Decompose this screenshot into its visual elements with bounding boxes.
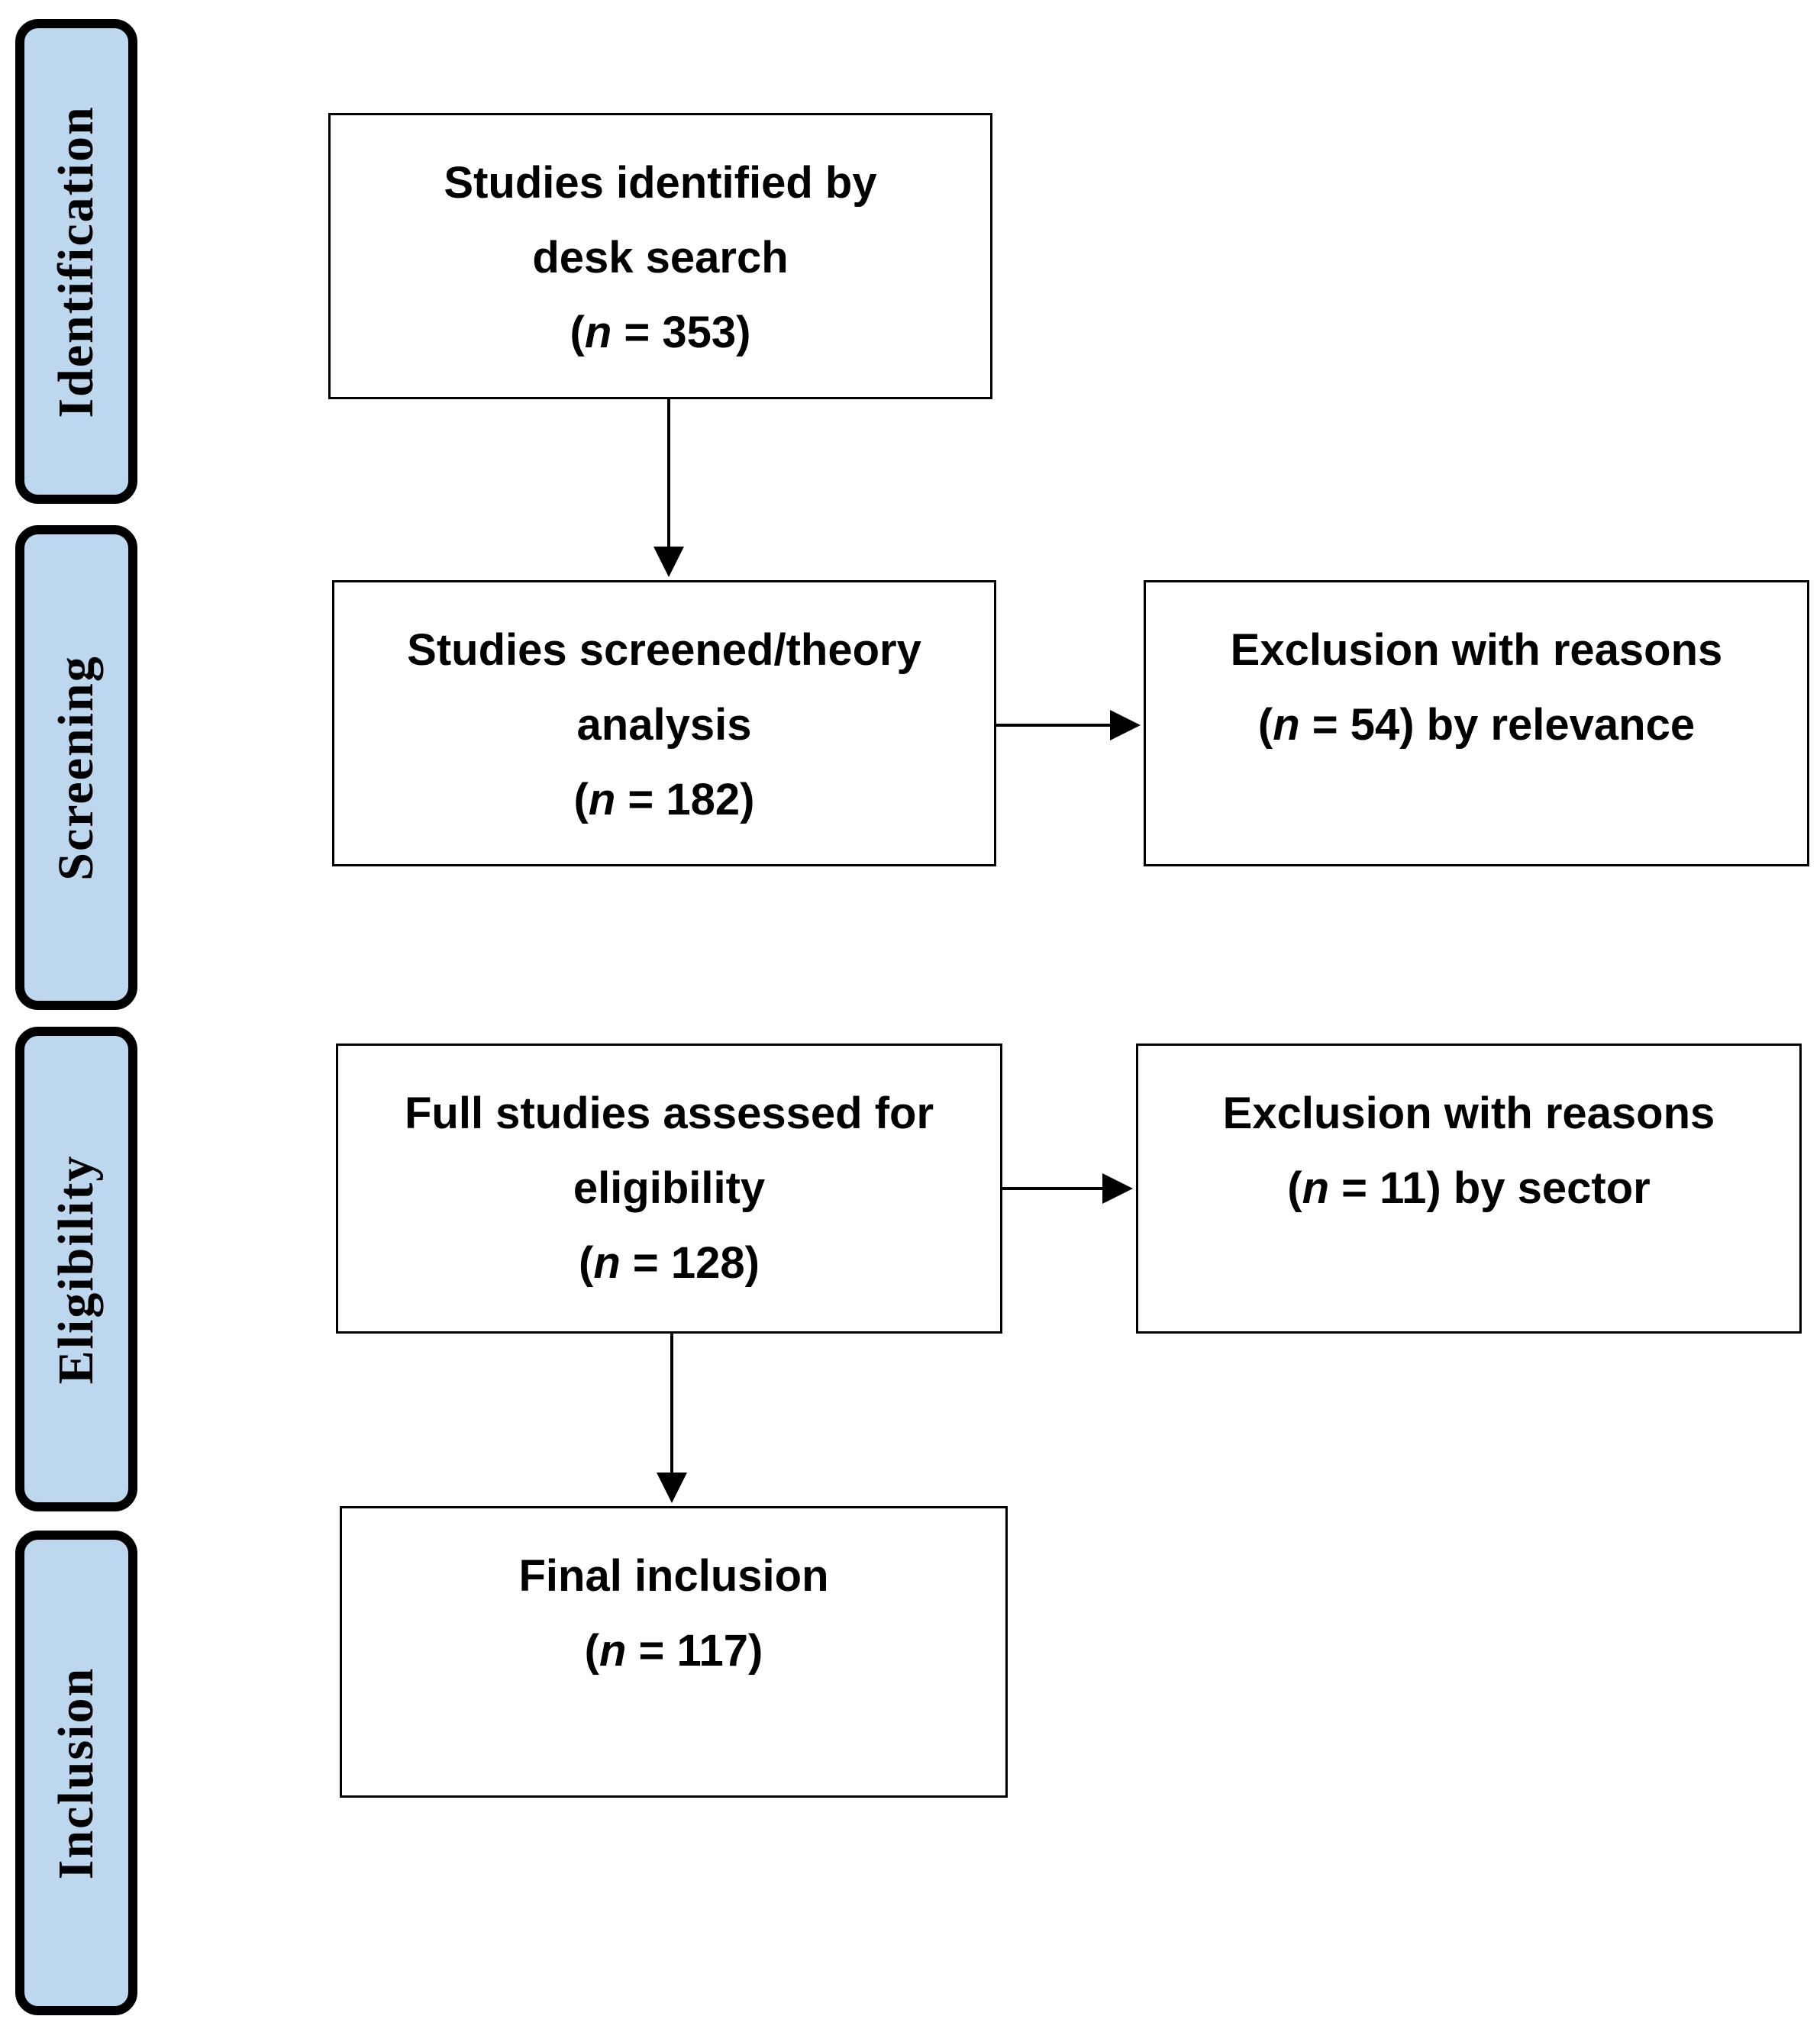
- stage-eligibility: Eligibility: [15, 1027, 137, 1511]
- box-studies-identified-line1: Studies identified by: [444, 158, 877, 208]
- box-exclusion-relevance-count: (n = 54) by relevance: [1257, 700, 1696, 750]
- box-studies-screened-count: (n = 182): [573, 775, 755, 824]
- box-studies-identified-line2: desk search: [532, 233, 789, 282]
- stage-identification: Identification: [15, 19, 137, 504]
- box-eligibility-assessed: Full studies assessed for eligibility (n…: [336, 1044, 1002, 1334]
- box-eligibility-assessed-line1: Full studies assessed for: [404, 1089, 934, 1138]
- stage-inclusion: Inclusion: [15, 1531, 137, 2015]
- box-final-inclusion-count: (n = 117): [584, 1626, 763, 1676]
- box-studies-screened-line1: Studies screened/theory: [407, 625, 921, 675]
- box-final-inclusion-line1: Final inclusion: [518, 1551, 829, 1601]
- box-eligibility-assessed-line2: eligibility: [573, 1163, 766, 1213]
- box-studies-screened-line2: analysis: [576, 700, 752, 750]
- box-exclusion-sector-count: (n = 11) by sector: [1287, 1163, 1651, 1213]
- box-studies-identified-count: (n = 353): [570, 308, 751, 357]
- box-exclusion-relevance-line1: Exclusion with reasons: [1230, 625, 1723, 675]
- box-eligibility-assessed-count: (n = 128): [579, 1238, 760, 1288]
- box-studies-screened: Studies screened/theory analysis (n = 18…: [332, 580, 996, 866]
- box-exclusion-relevance: Exclusion with reasons (n = 54) by relev…: [1144, 580, 1809, 866]
- box-final-inclusion: Final inclusion (n = 117): [340, 1506, 1008, 1798]
- box-studies-identified: Studies identified by desk search (n = 3…: [328, 113, 992, 399]
- stage-screening: Screening: [15, 525, 137, 1010]
- box-exclusion-sector-line1: Exclusion with reasons: [1222, 1089, 1715, 1138]
- box-exclusion-sector: Exclusion with reasons (n = 11) by secto…: [1136, 1044, 1802, 1334]
